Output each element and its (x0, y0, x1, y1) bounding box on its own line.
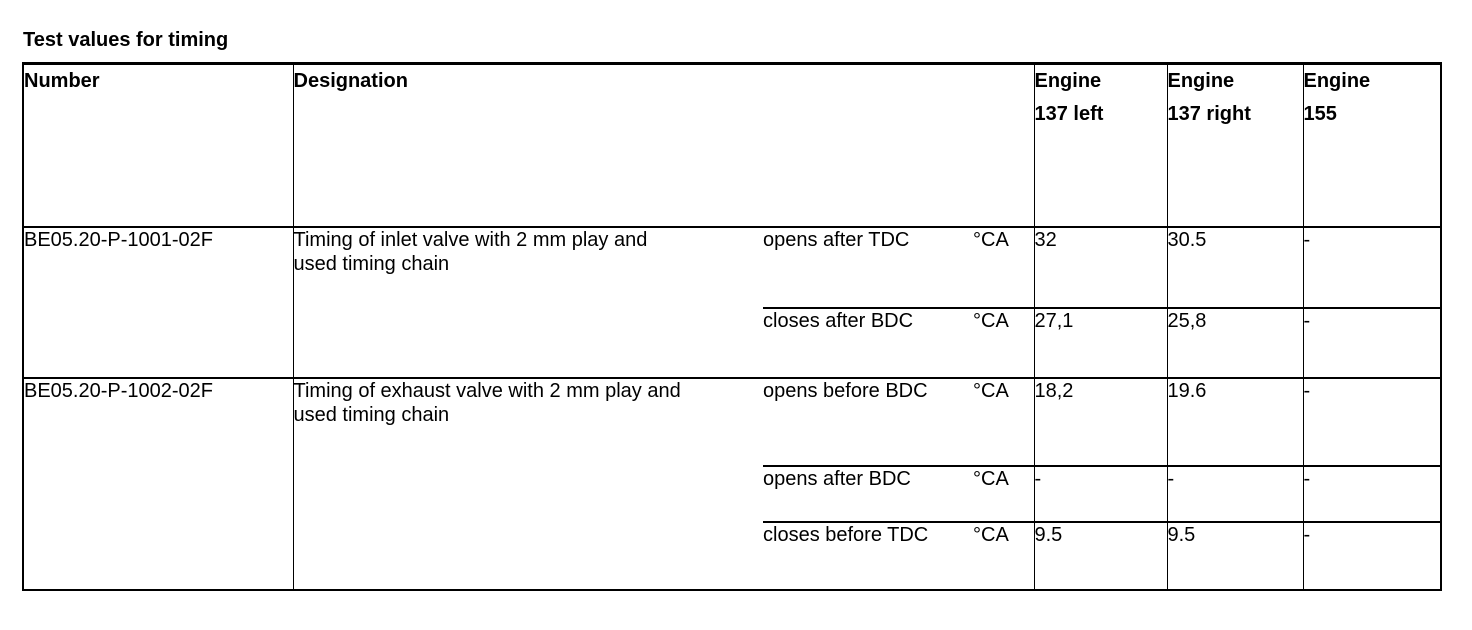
value-137-right: 25,8 (1167, 307, 1304, 378)
value-137-right: 19.6 (1167, 377, 1304, 467)
number-cell: BE05.20-P-1001-02F (23, 226, 294, 378)
value-137-left: 32 (1034, 226, 1168, 309)
value-155: - (1303, 309, 1311, 332)
unit-cell: °CA (973, 377, 1035, 467)
table-row: closes before TDC °CA 9.5 9.5 - (23, 521, 1441, 590)
value-137-left: 9.5 (1034, 521, 1168, 590)
value-155: - (1303, 465, 1441, 523)
value-155: - (1303, 226, 1441, 309)
condition-cell: opens after BDC (763, 465, 973, 523)
condition-cell: closes before TDC (763, 523, 929, 546)
unit-cell: °CA (973, 521, 1035, 590)
value-137-right: 9.5 (1167, 521, 1304, 590)
value-137-right: - (1167, 465, 1304, 523)
value-137-left: 27,1 (1034, 307, 1168, 378)
value-137-left: 18,2 (1034, 377, 1168, 467)
table-row: BE05.20-P-1001-02F Timing of inlet valve… (23, 226, 1441, 378)
condition-cell: opens before BDC (763, 377, 973, 467)
designation-cell: Timing of exhaust valve with 2 mm play a… (293, 379, 681, 426)
page-title: Test values for timing (23, 29, 229, 51)
unit-cell: °CA (973, 465, 1035, 523)
table-row: closes after BDC °CA 27,1 25,8 - (23, 307, 1441, 378)
value-137-left: - (1034, 465, 1168, 523)
value-137-right: 30.5 (1167, 226, 1304, 309)
column-header-designation: Designation (293, 63, 1035, 227)
designation-cell: Timing of inlet valve with 2 mm play and… (293, 228, 648, 275)
unit-cell: °CA (973, 307, 1035, 378)
table-row: BE05.20-P-1002-02F Timing of exhaust val… (23, 377, 1441, 590)
table-row: opens after BDC °CA - - - (23, 465, 1441, 523)
condition-cell: opens after TDC (763, 226, 973, 309)
condition-cell: closes after BDC (763, 309, 914, 332)
value-155: - (1303, 523, 1311, 546)
number-cell: BE05.20-P-1002-02F (23, 377, 294, 590)
unit-cell: °CA (973, 226, 1035, 309)
value-155: - (1303, 377, 1441, 467)
column-header-number: Number (23, 63, 294, 227)
